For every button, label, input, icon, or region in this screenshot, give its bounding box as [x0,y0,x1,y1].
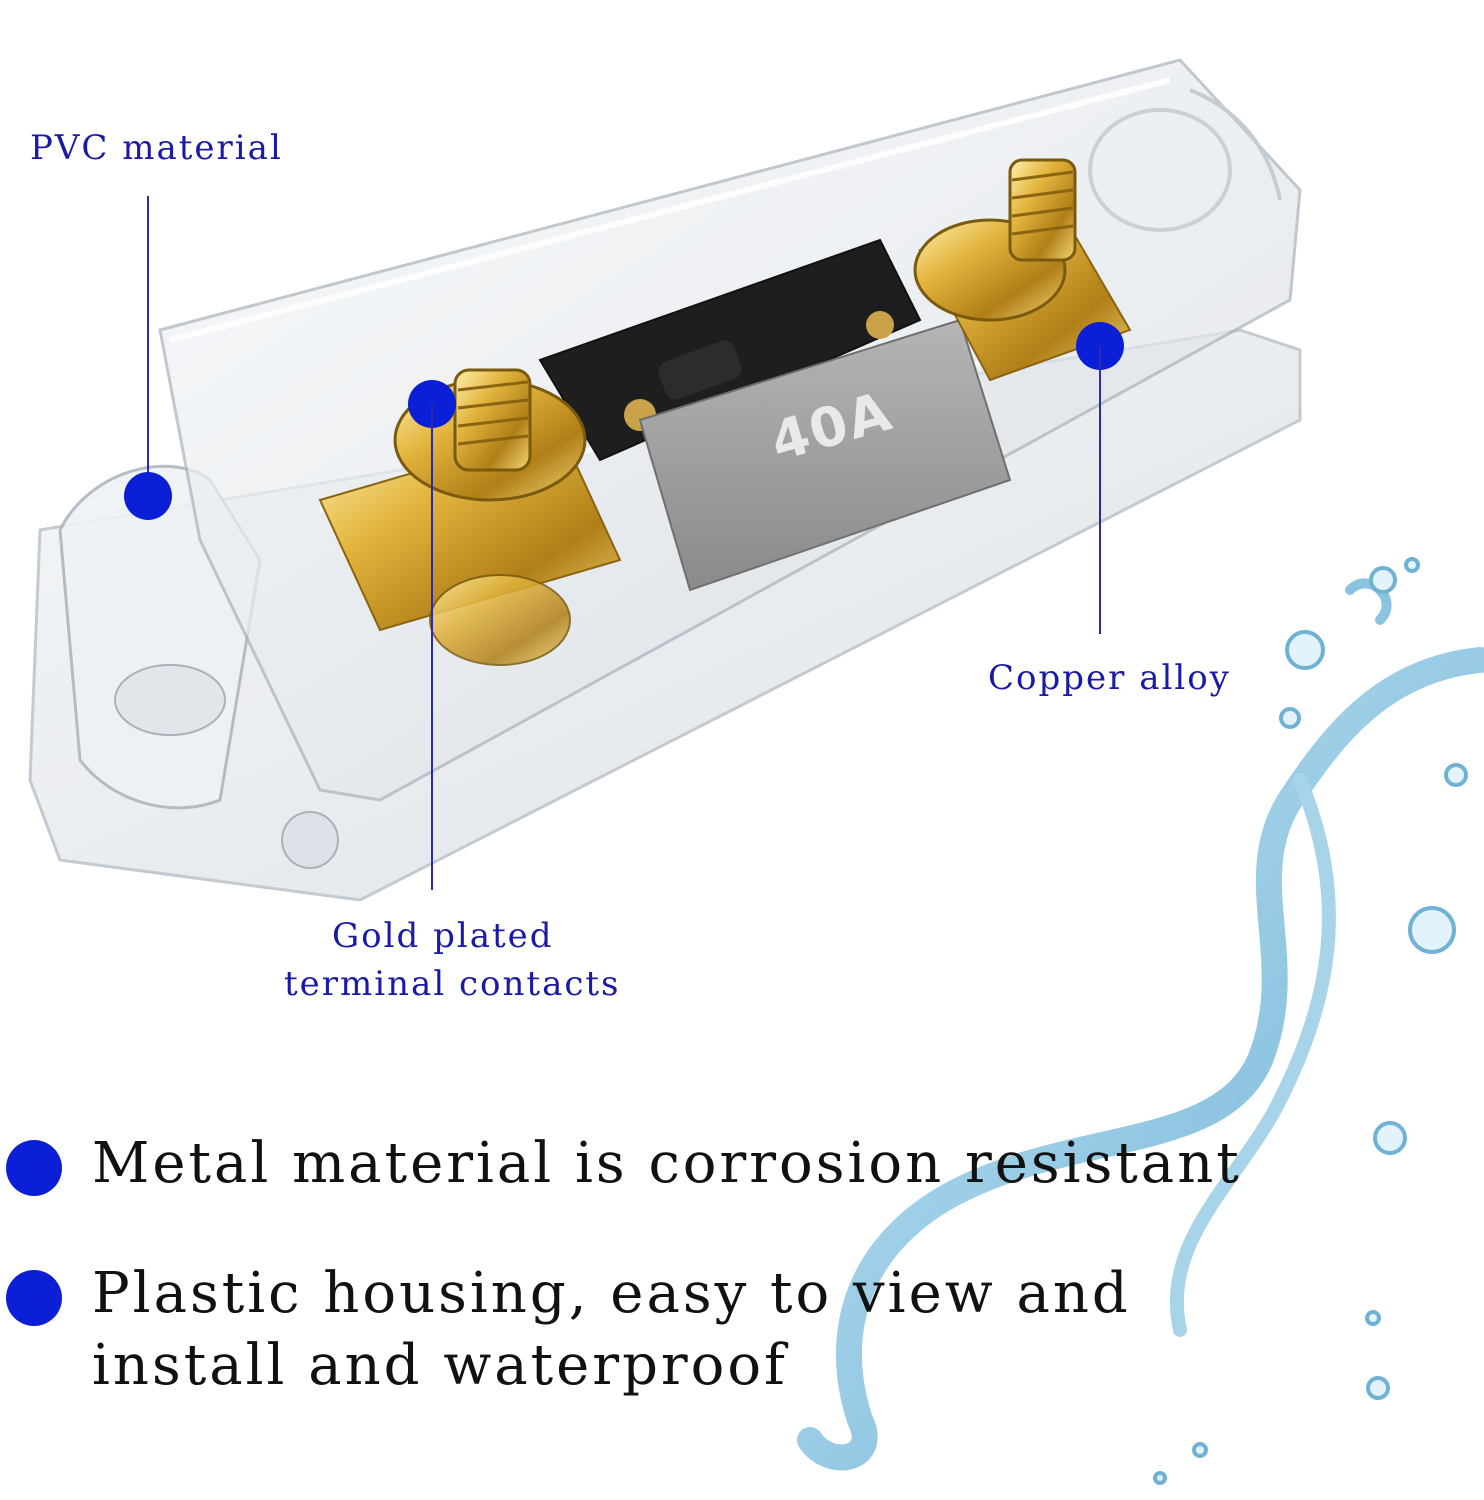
fuse-element [638,318,1012,592]
feature-text-housing: Plastic housing, easy to view and instal… [92,1261,1131,1398]
water-drop-icon [1153,557,1468,1485]
bullet-icon [6,1270,62,1326]
callout-gold-label-line1: Gold plated [332,916,554,956]
feature-text-corrosion: Metal material is corrosion resistant [92,1131,1242,1196]
callout-gold-leader [431,404,433,890]
feature-item-corrosion: Metal material is corrosion resistant [0,1128,1242,1200]
feature-item-housing: Plastic housing, easy to view and instal… [0,1258,1131,1402]
callout-gold-label-line2: terminal contacts [284,964,621,1004]
callout-pvc-label: PVC material [30,128,283,168]
callout-copper-leader [1099,346,1101,634]
bullet-icon [6,1140,62,1196]
callout-copper-label: Copper alloy [988,658,1231,698]
callout-pvc-marker [124,472,172,520]
callout-pvc-leader [147,196,149,496]
